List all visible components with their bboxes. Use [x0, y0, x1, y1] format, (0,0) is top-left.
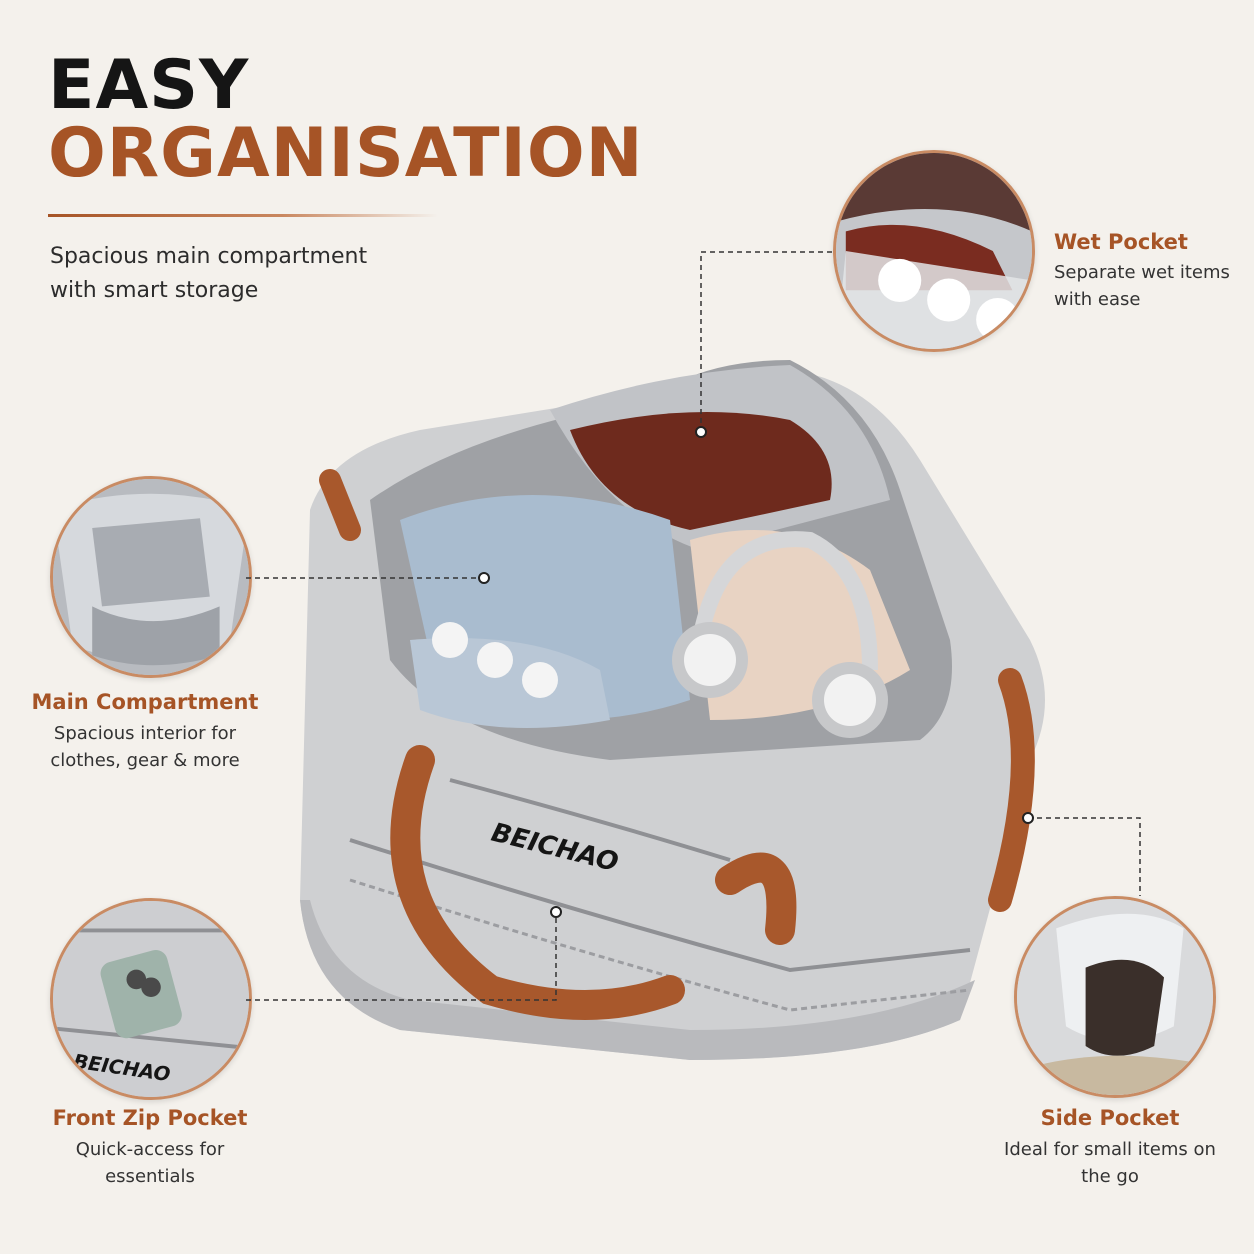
- title-underline: [48, 214, 438, 217]
- subtitle: Spacious main compartment with smart sto…: [50, 244, 368, 303]
- headline-line-1: EASY: [48, 46, 250, 125]
- main-compartment-title: Main Compartment: [31, 690, 259, 714]
- main-compartment-text: Spacious interior for clothes, gear & mo…: [50, 723, 240, 771]
- wet-pocket-photo: [833, 150, 1035, 352]
- wet-pocket-text: Separate wet items with ease: [1054, 262, 1230, 310]
- main-compartment-photo: [50, 476, 252, 678]
- side-pocket-text: Ideal for small items on the go: [1004, 1139, 1216, 1187]
- headline-line-2: ORGANISATION: [48, 114, 644, 193]
- side-pocket-title: Side Pocket: [1040, 1106, 1180, 1130]
- front-pocket-photo: BEICHAO: [50, 898, 252, 1100]
- bag-photo: BEICHAO: [300, 360, 1045, 1060]
- front-zip-pocket-title: Front Zip Pocket: [52, 1106, 248, 1130]
- wet-pocket-title: Wet Pocket: [1054, 230, 1188, 254]
- side-pocket-photo: [1014, 896, 1216, 1098]
- front-zip-pocket-text: Quick-access for essentials: [75, 1139, 225, 1187]
